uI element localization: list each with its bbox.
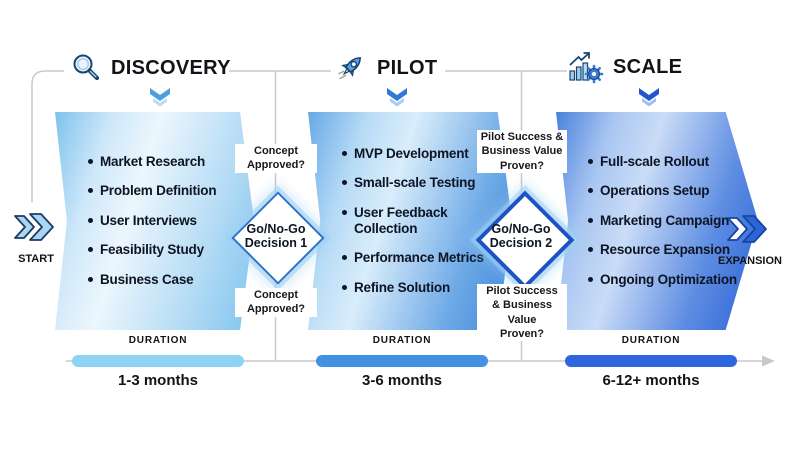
list-item: Operations Setup bbox=[588, 183, 744, 199]
bullet-dot-icon bbox=[342, 180, 347, 186]
phase-header-discovery: DISCOVERY bbox=[70, 52, 231, 84]
magnifier-icon bbox=[73, 54, 100, 81]
duration-value-discovery: 1-3 months bbox=[117, 372, 198, 389]
expansion-label: EXPANSION bbox=[718, 255, 782, 267]
list-item-label: Resource Expansion bbox=[600, 242, 730, 258]
decision-1-question-top: Concept Approved? bbox=[235, 144, 317, 173]
bullet-dot-icon bbox=[342, 209, 347, 215]
list-item-label: Marketing Campaign bbox=[600, 212, 730, 228]
bullet-dot-icon bbox=[588, 158, 593, 164]
list-item: Small-scale Testing bbox=[342, 175, 490, 191]
phase-header-pilot: PILOT bbox=[336, 52, 437, 84]
list-item: Refine Solution bbox=[342, 280, 490, 296]
phase-title-pilot: PILOT bbox=[377, 56, 438, 79]
bullet-dot-icon bbox=[88, 247, 93, 253]
duration-bar-pilot bbox=[316, 355, 488, 367]
question-line: Concept bbox=[254, 289, 298, 301]
bullet-dot-icon bbox=[588, 217, 593, 223]
timeline-arrowhead-icon bbox=[762, 355, 775, 367]
list-item: User Interviews bbox=[88, 213, 240, 229]
list-item: Resource Expansion bbox=[588, 242, 744, 258]
question-line: Proven? bbox=[499, 327, 544, 340]
bullet-dot-icon bbox=[88, 158, 93, 164]
expansion-arrow-icon bbox=[727, 215, 767, 243]
list-item-label: Performance Metrics bbox=[354, 250, 484, 266]
list-item: Feasibility Study bbox=[88, 242, 240, 258]
bullet-dot-icon bbox=[88, 188, 93, 194]
list-item: Problem Definition bbox=[88, 183, 240, 199]
decision-2-question-bottom: Pilot Success & Business Value Proven? bbox=[477, 284, 567, 342]
bullet-dot-icon bbox=[342, 150, 347, 156]
bullet-dot-icon bbox=[88, 217, 93, 223]
duration-bar-scale bbox=[565, 355, 737, 367]
go-no-go-decision-1-label: Go/No-Go Decision 1 bbox=[236, 222, 316, 251]
list-item-label: Business Case bbox=[100, 271, 194, 287]
decision-label-line: Decision 1 bbox=[244, 236, 308, 251]
chevron-down-icon bbox=[387, 88, 407, 107]
list-item: Ongoing Optimization bbox=[588, 272, 744, 288]
list-item: Business Case bbox=[88, 272, 240, 288]
phase-title-discovery: DISCOVERY bbox=[111, 56, 231, 79]
decision-label-line: Go/No-Go bbox=[491, 222, 551, 236]
list-item: MVP Development bbox=[342, 146, 490, 162]
bullet-dot-icon bbox=[88, 276, 93, 282]
rocket-icon bbox=[338, 57, 361, 80]
decision-label-line: Decision 2 bbox=[489, 236, 553, 251]
list-item-label: Full-scale Rollout bbox=[600, 153, 709, 169]
scale-activity-list: Full-scale Rollout Operations Setup Mark… bbox=[588, 112, 744, 330]
bullet-dot-icon bbox=[588, 247, 593, 253]
list-item: Performance Metrics bbox=[342, 250, 490, 266]
discovery-activity-list: Market Research Problem Definition User … bbox=[88, 112, 240, 330]
duration-heading-discovery: DURATION bbox=[128, 335, 188, 346]
duration-heading-scale: DURATION bbox=[621, 335, 681, 346]
question-line: Approved? bbox=[246, 159, 306, 172]
duration-bar-discovery bbox=[72, 355, 244, 367]
list-item-label: User Feedback Collection bbox=[354, 204, 448, 236]
list-item-label: Feasibility Study bbox=[100, 242, 204, 258]
chevron-down-icon bbox=[639, 88, 659, 107]
list-item: Marketing Campaign bbox=[588, 213, 744, 229]
growth-gear-icon bbox=[569, 52, 604, 84]
decision-1-question-bottom: Concept Approved? bbox=[235, 288, 317, 317]
bullet-dot-icon bbox=[588, 188, 593, 194]
list-item-label: User Interviews bbox=[100, 212, 197, 228]
pilot-activity-list: MVP Development Small-scale Testing User… bbox=[342, 112, 490, 330]
bullet-dot-icon bbox=[342, 255, 347, 261]
phase-header-scale: SCALE bbox=[568, 50, 682, 84]
list-item-label: Ongoing Optimization bbox=[600, 271, 737, 287]
start-arrow-icon bbox=[14, 213, 54, 241]
question-line: Pilot Success & bbox=[480, 131, 564, 143]
list-item: Market Research bbox=[88, 154, 240, 170]
question-line: Approved? bbox=[246, 303, 306, 316]
list-item-label: Small-scale Testing bbox=[354, 175, 476, 191]
list-item: User Feedback Collection bbox=[342, 205, 490, 238]
duration-value-scale: 6-12+ months bbox=[602, 372, 700, 389]
list-item-label: Refine Solution bbox=[354, 279, 450, 295]
list-item-label: Market Research bbox=[100, 153, 206, 169]
bullet-dot-icon bbox=[588, 276, 593, 282]
list-item-label: MVP Development bbox=[354, 145, 469, 161]
duration-value-pilot: 3-6 months bbox=[361, 372, 442, 389]
question-line: Proven? bbox=[499, 159, 544, 172]
duration-heading-pilot: DURATION bbox=[372, 335, 432, 346]
list-item: Full-scale Rollout bbox=[588, 154, 744, 170]
phase-title-scale: SCALE bbox=[613, 55, 683, 78]
decision-label-line: Go/No-Go bbox=[246, 222, 306, 236]
list-item-label: Problem Definition bbox=[100, 183, 217, 199]
question-line: & Business Value bbox=[492, 299, 552, 326]
question-line: Pilot Success bbox=[486, 285, 558, 297]
list-item-label: Operations Setup bbox=[600, 183, 710, 199]
decision-2-question-top: Pilot Success & Business Value Proven? bbox=[477, 130, 567, 173]
start-label: START bbox=[18, 253, 54, 265]
chevron-down-icon bbox=[150, 88, 170, 107]
question-line: Business Value bbox=[481, 145, 563, 158]
go-no-go-decision-2-label: Go/No-Go Decision 2 bbox=[481, 222, 561, 251]
start-bracket-line bbox=[31, 70, 64, 202]
question-line: Concept bbox=[254, 145, 298, 157]
bullet-dot-icon bbox=[342, 284, 347, 290]
